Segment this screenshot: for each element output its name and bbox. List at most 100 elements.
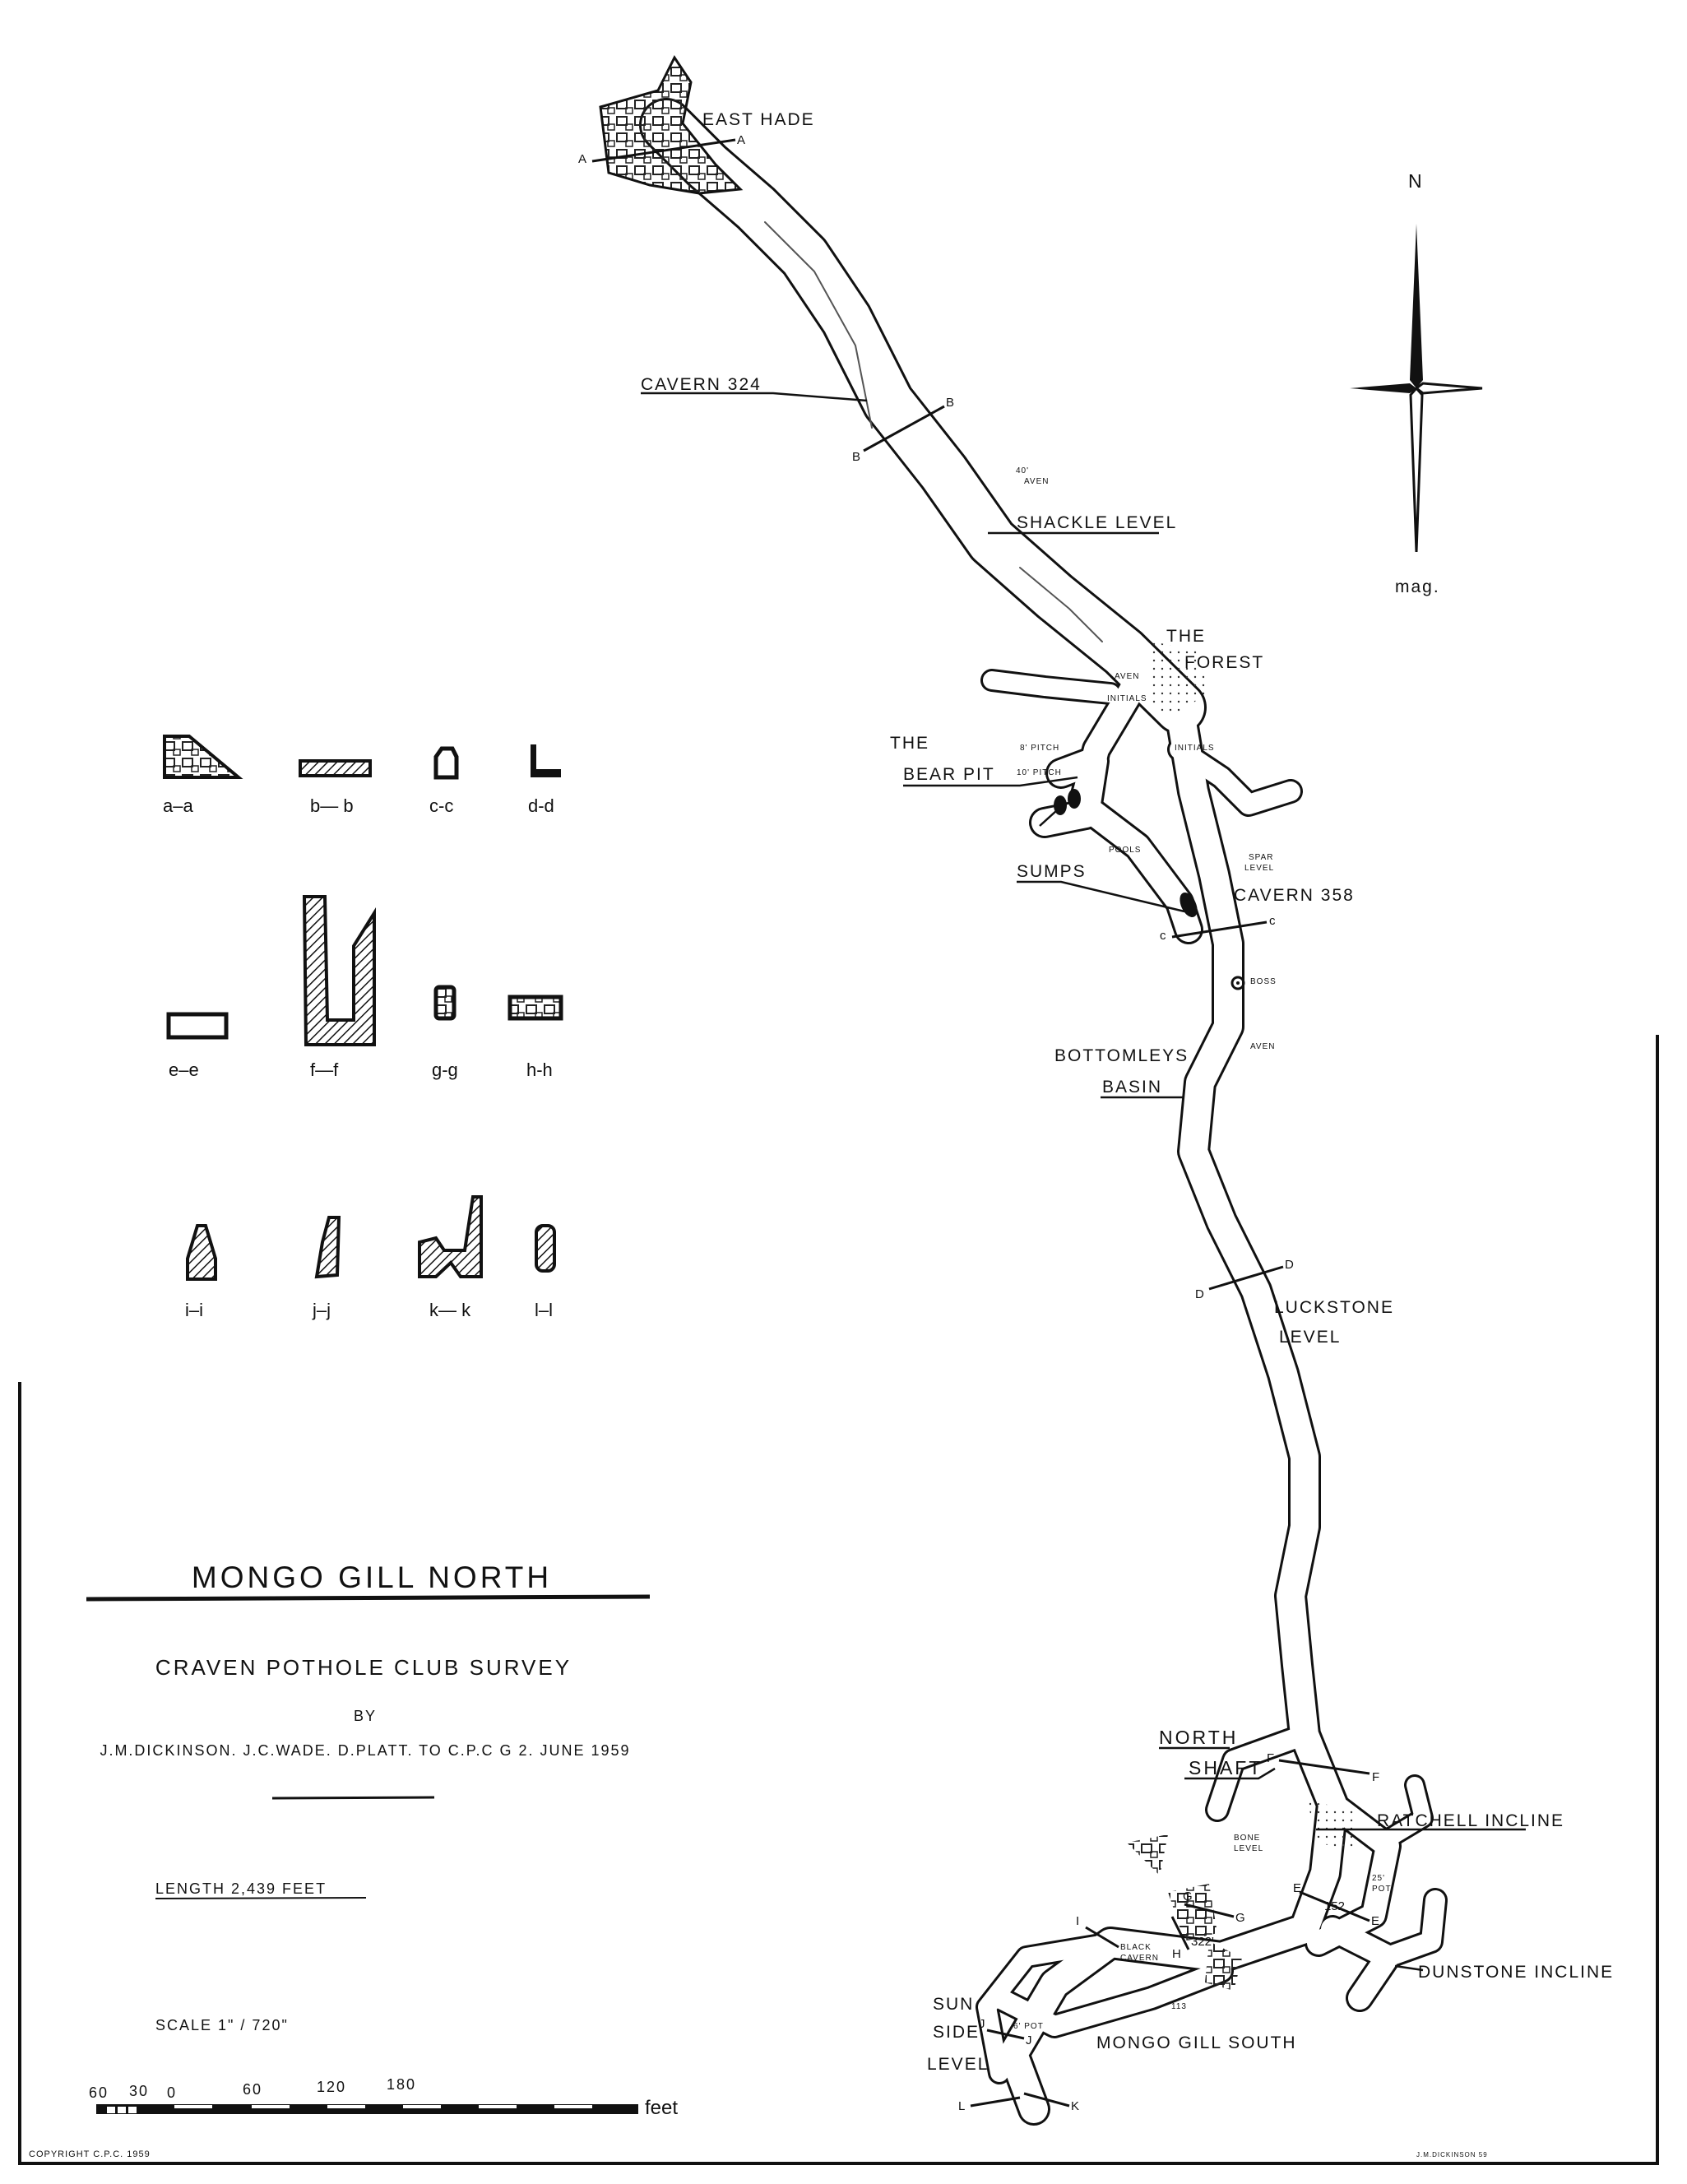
section-letter-c: c <box>1160 929 1166 943</box>
section-shape-h <box>507 995 563 1021</box>
label-10-pitch: 10' PITCH <box>1017 768 1062 777</box>
label-40-aven: AVEN <box>1024 477 1050 486</box>
label-pools: POOLS <box>1109 846 1141 855</box>
section-letter-l: L <box>958 2099 965 2113</box>
section-letter-c: c <box>1269 914 1276 928</box>
section-letter-d: D <box>1195 1287 1204 1301</box>
copyright-notice: COPYRIGHT C.P.C. 1959 <box>29 2149 151 2159</box>
label-initials: INITIALS <box>1175 744 1215 753</box>
section-label-c: c-c <box>429 795 453 816</box>
label-25-pot: 25' <box>1372 1874 1385 1883</box>
place-labels: EAST HADE CAVERN 324 40' AVEN SHACKLE LE… <box>641 110 1614 2074</box>
label-40-aven: 40' <box>1016 466 1029 475</box>
label-bone-level: BONE <box>1234 1834 1260 1843</box>
label-sun-side-level: LEVEL <box>927 2055 989 2074</box>
label-8-pitch: 8' PITCH <box>1020 744 1059 753</box>
section-letter-f: F <box>1372 1770 1379 1784</box>
section-shape-f <box>302 895 376 1046</box>
scale-tick-label: 0 <box>167 2084 177 2101</box>
section-letter-g: G <box>1235 1911 1245 1925</box>
scale-unit: feet <box>645 2097 678 2119</box>
east-hade-boulder-choke <box>599 55 744 195</box>
label-dunstone-incline: DUNSTONE INCLINE <box>1418 1963 1614 1982</box>
survey-credit: CRAVEN POTHOLE CLUB SURVEY <box>155 1655 572 1680</box>
section-letter-j: J <box>1026 2033 1032 2047</box>
section-lines <box>591 138 1370 2107</box>
section-shape-i <box>186 1224 217 1281</box>
label-aven: AVEN <box>1115 672 1140 681</box>
compass-north-label: N <box>1408 170 1425 192</box>
label-spar-level: LEVEL <box>1244 864 1274 873</box>
label-bottomleys-basin: BASIN <box>1102 1078 1162 1097</box>
leader-lines <box>641 392 1526 1972</box>
label-the-bear-pit: BEAR PIT <box>903 765 995 784</box>
label-cavern-358: CAVERN 358 <box>1234 886 1355 905</box>
scale-bar: 60 30 0 60 120 180 feet <box>89 2076 678 2119</box>
scale-tick-label: 30 <box>129 2083 149 2099</box>
label-depth-322: 322' <box>1191 1935 1214 1949</box>
label-black-cavern: CAVERN <box>1120 1954 1159 1963</box>
label-sun-side-level: SIDE <box>933 2023 980 2042</box>
section-letter-k: K <box>1071 2099 1079 2113</box>
forest-sand-area <box>1152 642 1209 716</box>
north-arrow-compass: N mag. <box>1350 170 1483 596</box>
label-luckstone-level: LEVEL <box>1279 1328 1341 1347</box>
label-cavern-324: CAVERN 324 <box>641 375 762 394</box>
section-label-b: b— b <box>310 795 354 816</box>
scale-tick-label: 180 <box>387 2076 416 2093</box>
section-letter-i: I <box>1076 1914 1079 1928</box>
label-boss: BOSS <box>1250 977 1277 986</box>
section-shape-c <box>433 746 459 780</box>
section-label-h: h-h <box>526 1060 553 1080</box>
section-letter-d: D <box>1285 1258 1294 1272</box>
label-north-shaft: NORTH <box>1159 1727 1238 1748</box>
section-letter-j: J <box>979 2017 985 2031</box>
label-luckstone-level: LUCKSTONE <box>1274 1298 1394 1317</box>
section-label-g: g-g <box>432 1060 458 1080</box>
section-shape-e <box>166 1012 229 1040</box>
label-bottomleys-basin: BOTTOMLEYS <box>1054 1046 1189 1065</box>
label-initials: INITIALS <box>1107 694 1147 703</box>
label-sumps: SUMPS <box>1017 862 1087 881</box>
southern-boulder-areas <box>1127 1801 1357 1991</box>
label-aven: AVEN <box>1250 1042 1276 1051</box>
section-shape-k <box>418 1195 483 1278</box>
section-shape-a <box>163 735 243 779</box>
label-6-pot: 6' POT <box>1013 2022 1044 2031</box>
cross-sections: a–a b— b c-c d-d e–e f—f g-g h-h i–i j–j… <box>163 735 563 1320</box>
label-shackle-level: SHACKLE LEVEL <box>1017 513 1177 532</box>
section-letter-e: E <box>1293 1881 1301 1895</box>
section-label-i: i–i <box>185 1300 203 1320</box>
label-ratchell-incline: RATCHELL INCLINE <box>1377 1811 1564 1830</box>
cave-passages <box>639 98 1448 2126</box>
scale-tick-label: 60 <box>89 2084 109 2101</box>
compass-west-arm <box>1350 383 1416 393</box>
section-letters: A A B B c c D D F F E E G G H I J J L K <box>578 133 1379 2113</box>
section-letter-e: E <box>1371 1914 1379 1928</box>
section-shape-g <box>433 985 457 1021</box>
draftsman-signature: J.M.DICKINSON 59 <box>1416 2151 1488 2158</box>
section-shape-b <box>299 759 372 777</box>
label-the-forest: THE <box>1166 627 1206 646</box>
label-mongo-gill-south: MONGO GILL SOUTH <box>1096 2033 1297 2052</box>
scale-tick-label: 60 <box>243 2081 262 2098</box>
cave-length: LENGTH 2,439 FEET <box>155 1880 327 1897</box>
label-the-bear-pit: THE <box>890 734 929 753</box>
map-frame <box>18 1035 1659 2165</box>
map-scale: SCALE 1" / 720" <box>155 2017 289 2033</box>
section-label-l: l–l <box>535 1300 553 1320</box>
map-title: MONGO GILL NORTH <box>192 1560 552 1594</box>
label-north-shaft: SHAFT <box>1189 1757 1263 1778</box>
section-letter-h: H <box>1172 1947 1181 1961</box>
label-the-forest: FOREST <box>1184 653 1264 672</box>
boss-marker <box>1230 976 1245 990</box>
section-shape-d <box>531 744 561 777</box>
label-spar-level: SPAR <box>1249 853 1274 862</box>
section-letter-b: B <box>946 396 954 410</box>
label-bone-level: LEVEL <box>1234 1844 1263 1853</box>
section-label-f: f—f <box>310 1060 339 1080</box>
section-shape-j <box>314 1216 341 1279</box>
label-sun-side-level: SUN <box>933 1995 974 2014</box>
section-label-d: d-d <box>528 795 554 816</box>
section-letter-b: B <box>852 450 860 464</box>
